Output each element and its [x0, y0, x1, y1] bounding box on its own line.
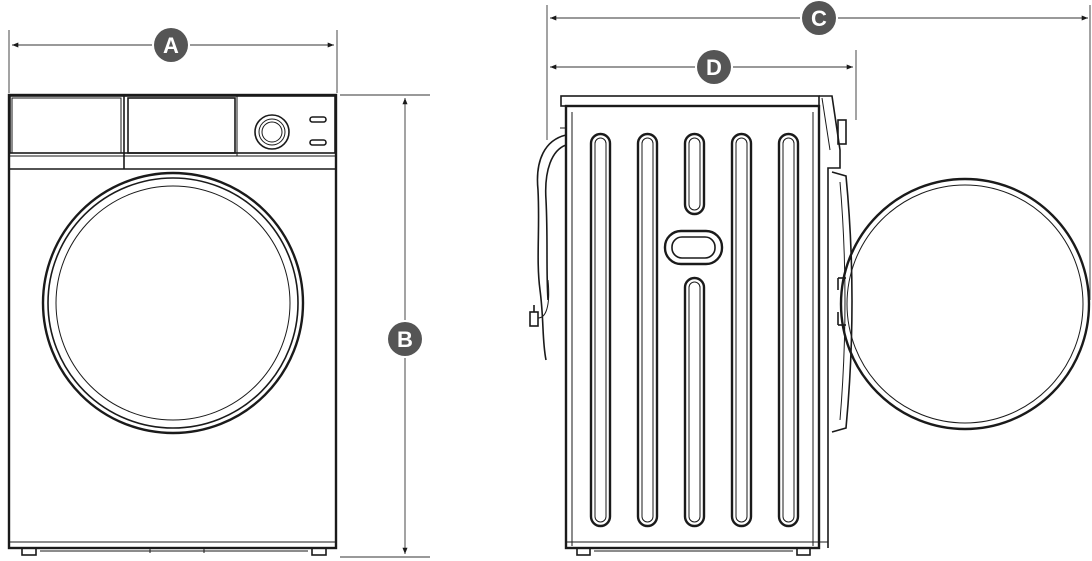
open-door — [839, 177, 1091, 431]
front-door — [41, 171, 305, 435]
side-foot-left — [576, 547, 591, 556]
panel-button-top — [309, 116, 327, 123]
badge-d: D — [697, 50, 731, 84]
front-foot-left — [21, 547, 37, 556]
badge-b: B — [388, 322, 422, 356]
side-ribs — [589, 132, 800, 528]
badge-d-label: D — [706, 55, 722, 80]
dial-knob-icon — [254, 114, 290, 150]
control-panel — [9, 95, 336, 154]
side-handle-icon — [663, 229, 724, 266]
dimension-b: B — [340, 94, 430, 558]
badge-c: C — [802, 1, 836, 35]
hose-and-cord — [529, 127, 567, 361]
side-top-lid — [560, 95, 820, 107]
side-body-outline — [564, 104, 821, 550]
front-body-outline — [7, 93, 338, 550]
front-foot-right — [311, 547, 327, 556]
badge-b-label: B — [397, 327, 413, 352]
side-foot-right — [796, 547, 811, 556]
front-view — [7, 93, 338, 556]
badge-a: A — [154, 28, 188, 62]
badge-a-label: A — [163, 33, 179, 58]
display-window — [127, 97, 236, 154]
badge-c-label: C — [811, 6, 827, 31]
dimension-a: A — [8, 28, 338, 93]
dimension-c: C — [546, 1, 1091, 300]
panel-button-bottom — [309, 139, 327, 146]
side-view — [529, 95, 1091, 556]
detergent-drawer — [11, 97, 122, 154]
dimension-d: D — [550, 50, 857, 120]
